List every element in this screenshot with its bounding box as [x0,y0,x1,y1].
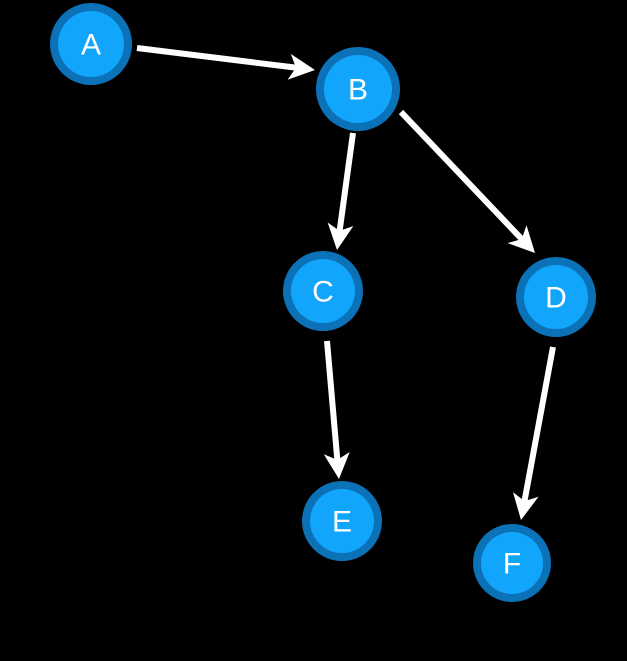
node-fill [524,265,588,329]
node-label: D [545,282,567,315]
node-d[interactable]: D [516,257,596,337]
node-label: C [312,276,334,309]
edge-b-c[interactable] [327,132,356,250]
node-e[interactable]: E [302,481,382,561]
arrowhead-icon [507,225,535,253]
node-c[interactable]: C [283,251,363,331]
node-label: B [348,74,368,107]
arrowhead-icon [323,451,350,479]
edge-layer [136,45,556,520]
edge-shaft [520,346,556,507]
node-layer: A B C D E F [50,3,596,602]
node-label: E [332,506,352,539]
edge-a-b[interactable] [136,45,315,80]
node-label: A [81,29,101,62]
node-fill [58,11,124,77]
node-a[interactable]: A [50,3,132,85]
edge-c-e[interactable] [323,340,350,479]
node-label: F [503,548,521,581]
node-f[interactable]: F [473,524,551,602]
edge-d-f[interactable] [512,346,556,520]
node-fill [481,532,543,594]
node-fill [310,489,374,553]
edge-shaft [324,340,341,466]
edge-b-d[interactable] [398,109,535,253]
arrowhead-icon [512,492,539,520]
arrowhead-icon [327,222,354,250]
node-b[interactable]: B [316,47,400,131]
edge-shaft [335,132,356,237]
edge-shaft [398,109,528,245]
node-fill [291,259,355,323]
arrowhead-icon [287,53,315,80]
node-fill [324,55,392,123]
edge-shaft [136,45,302,72]
